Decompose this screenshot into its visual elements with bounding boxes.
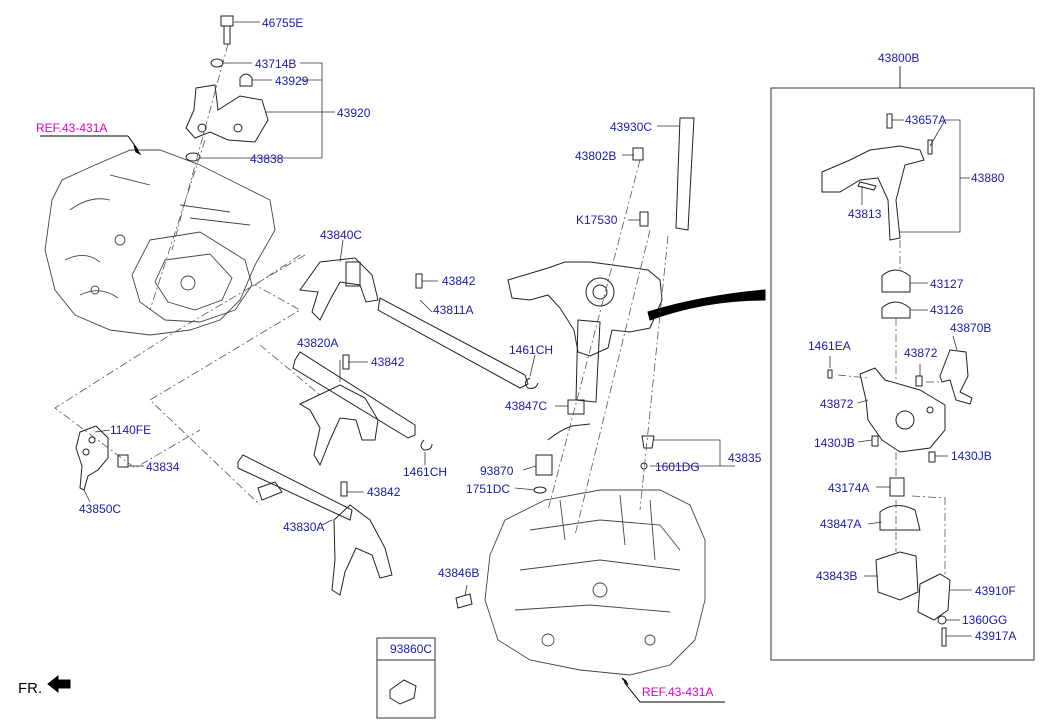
part-43842-low[interactable]: 43842 [367,485,401,499]
part-1430JB-left[interactable]: 1430JB [814,436,855,450]
part-1601DG[interactable]: 1601DG [655,460,700,474]
part-43846B[interactable]: 43846B [438,566,480,580]
part-43870B[interactable]: 43870B [950,321,992,335]
callout-pointer [647,289,766,321]
part-43835[interactable]: 43835 [728,451,762,465]
part-1461EA[interactable]: 1461EA [808,339,851,353]
part-43126[interactable]: 43126 [930,303,964,317]
ref-left[interactable]: REF.43-431A [36,121,108,135]
shift-fork-43830A [237,454,393,596]
part-43872-upper[interactable]: 43872 [904,346,938,360]
inset-93860C-box [376,637,436,719]
center-shaft-assembly [455,117,695,609]
part-1461CH-lower[interactable]: 1461CH [403,465,448,479]
part-43872-lower[interactable]: 43872 [820,397,854,411]
part-1430JB-right[interactable]: 1430JB [951,449,992,463]
sensor-93860C [389,679,417,705]
part-43800B[interactable]: 43800B [878,51,920,65]
part-43174A[interactable]: 43174A [828,481,870,495]
leader-lines [83,21,972,637]
ref-arrows [40,135,725,703]
part-43929[interactable]: 43929 [275,74,309,88]
part-43840C[interactable]: 43840C [320,228,363,242]
part-93860C[interactable]: 93860C [390,642,433,656]
part-46755E[interactable]: 46755E [262,16,304,30]
part-43842-mid[interactable]: 43842 [371,355,405,369]
part-43910F[interactable]: 43910F [975,584,1016,598]
guide-lines [54,43,946,574]
bottom-transaxle-case [484,489,706,676]
front-marker: FR. [18,680,43,697]
rod-43811A [377,273,529,389]
part-43917A[interactable]: 43917A [975,629,1017,643]
part-43714B[interactable]: 43714B [255,57,297,71]
part-43813[interactable]: 43813 [848,207,882,221]
part-43834[interactable]: 43834 [146,460,180,474]
bracket-assembly [185,15,269,162]
part-1140FE[interactable]: 1140FE [110,423,152,437]
part-43830A[interactable]: 43830A [283,520,325,534]
clip-1461CH-lower [420,439,433,451]
part-43820A[interactable]: 43820A [297,336,339,350]
shift-fork-43840C [299,257,379,321]
part-43880[interactable]: 43880 [971,171,1005,185]
front-arrow-icon [47,674,71,694]
left-transaxle-case [44,149,276,336]
part-43127[interactable]: 43127 [930,277,964,291]
lever-43850C [75,425,129,491]
inset-parts [821,113,973,647]
part-43850C[interactable]: 43850C [79,502,122,516]
clip-1461CH-upper [524,377,539,389]
part-43920[interactable]: 43920 [337,106,371,120]
part-1461CH-upper[interactable]: 1461CH [509,343,554,357]
part-43842-top[interactable]: 43842 [442,274,476,288]
part-43802B[interactable]: 43802B [575,149,617,163]
part-43838[interactable]: 43838 [250,152,284,166]
part-93870[interactable]: 93870 [480,464,514,478]
part-43847C[interactable]: 43847C [505,399,548,413]
ref-bottom[interactable]: REF.43-431A [642,685,714,699]
part-43847A[interactable]: 43847A [820,517,862,531]
part-K17530[interactable]: K17530 [576,213,618,227]
part-43843B[interactable]: 43843B [816,569,858,583]
inset-43800B-box [770,87,1035,661]
part-1751DC[interactable]: 1751DC [466,482,511,496]
part-43657A[interactable]: 43657A [905,113,947,127]
part-1360GG[interactable]: 1360GG [962,613,1008,627]
part-43930C[interactable]: 43930C [610,120,653,134]
part-43811A[interactable]: 43811A [433,303,474,317]
